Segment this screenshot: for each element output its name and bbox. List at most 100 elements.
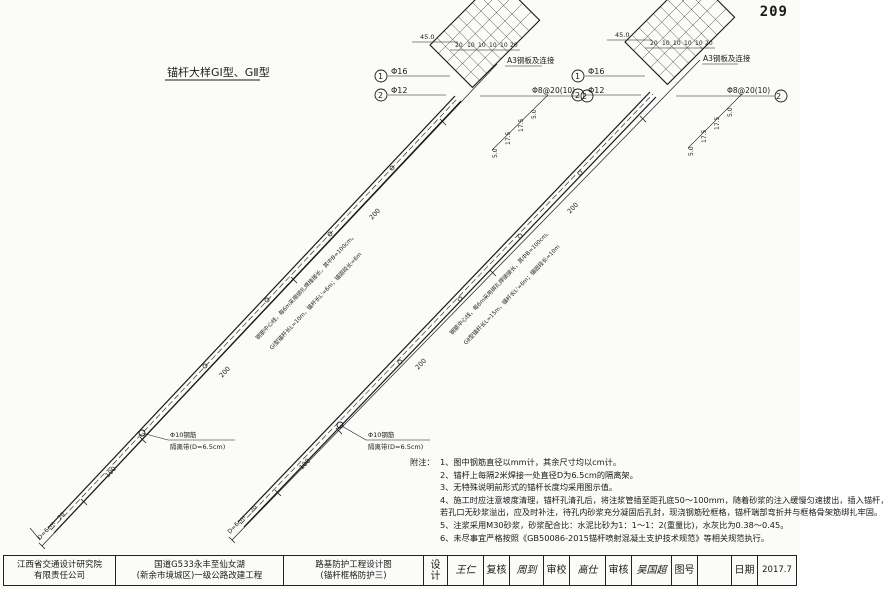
right-dim-top-3: 10 [684,40,692,47]
left-rod-text: GⅠ型锚杆长L=10m，锚杆长L'=6m；锚固段长=6m [268,250,364,351]
right-callout-label-1: Φ16 [588,67,604,76]
review-label: 复核 [484,556,510,585]
left-dim-top-3: 10 [489,42,497,49]
right-callout-num-2: 2 [575,91,580,100]
right-callout-num-1: 1 [575,72,580,81]
left-callout-num-1: 1 [378,72,383,81]
right-rod-edge-upper [237,91,651,523]
right-dim-top-5: 20 [705,40,713,47]
notes-label: 附注： [410,457,435,467]
drawing-no-value [698,556,732,585]
design-signature: 王仁 [448,556,484,585]
left-dim-side-3: 5.0 [531,109,538,119]
left-dim-side-2: 17.5 [518,118,525,132]
right-dim-dia: D=6cm [226,514,247,535]
left-bar-note: 钢筋中心线，每6m采用绑扎焊接接长，其中B=100cm。 [254,232,358,342]
right-spacer-dot [577,170,583,176]
approve-label: 审核 [606,556,632,585]
drawing-sheet: 209 锚杆大样GⅠ型、GⅡ型 [3,0,888,586]
left-callout-label-1: Φ16 [391,67,407,76]
right-dim-tick-4 [639,115,647,123]
right-dim-line [231,59,701,541]
left-callout-circle-1 [374,69,388,83]
note-item: 5、注浆采用M30砂浆，砂浆配合比：水泥比砂为1：1～1：2(重量比)，水灰比为… [440,519,789,530]
right-dim-tick-0 [228,536,236,544]
right-rod-text: GⅡ型锚杆长L=15m，锚杆长L'=6m；锚固段长=10m [462,243,562,347]
drawing-no-label: 图号 [672,556,698,585]
right-dim-end: 20 [248,504,258,514]
project-line-1: 国道G533永丰至仙女湖 [154,559,245,570]
note-item: 若孔口无砂浆溢出，应及时补注，待孔内砂浆充分凝固后孔封，现浇钢筋砼框格，锚杆端部… [440,507,883,518]
notes-block: 附注： 1、图中钢筋直径以mm计，其余尺寸均以cm计。 2、锚杆上每隔2米焊接一… [410,456,888,544]
left-dim-end: 20 [56,511,66,521]
note-item: 4、施工时应注意坡度清理，锚杆孔清孔后，将注浆管插至距孔底50～100mm，随着… [440,494,888,505]
right-dim-top-0: 20 [650,40,658,47]
project-line-2: (新余市境城区)一级公路改建工程 [136,570,263,581]
left-dim-seg-b: 200 [368,207,382,222]
left-leader-sleeve [141,432,169,441]
right-spacer-dot [457,296,463,302]
project-cell: 国道G533永丰至仙女湖 (新余市境城区)一级公路改建工程 [116,556,284,585]
title-block: 江西省交通设计研究院 有限责任公司 国道G533永丰至仙女湖 (新余市境城区)一… [3,555,797,586]
drawing-name-line-1: 路基防护工程设计图 [315,559,392,570]
left-sleeve-spacing: 隔离带(D=6.5cm) [170,442,225,451]
right-dim-side-0: 5.0 [688,146,695,156]
company-line-1: 江西省交通设计研究院 [16,559,102,570]
left-dim-top-0: 20 [455,42,463,49]
right-callout-circle-1 [571,69,585,83]
anchor-detail-drawing: 锚杆大样GⅠ型、GⅡ型 [29,0,788,550]
right-dim-top-1: 10 [662,40,670,47]
left-dim-line [41,63,498,547]
right-dim-side-1: 17.5 [701,129,708,143]
left-side-dim [491,94,549,151]
left-dim-side-1: 17.5 [505,131,512,145]
note-item: 6、未尽事宜严格按照《GB50086-2015锚杆喷射混凝土支护技术规范》等相关… [440,532,770,543]
right-sleeve-spacing: 隔离带(D=6.5cm) [368,442,423,451]
right-sleeve-label: Φ10钢筋 [368,430,395,439]
right-callout-label-2: Φ12 [588,86,604,95]
right-bar-note: 钢筋中心线，每6m采用绑扎焊接接长，其中B=100cm。 [448,228,553,337]
note-item: 1、图中钢筋直径以mm计，其余尺寸均以cm计。 [440,457,622,467]
right-dim-side-3: 5.0 [727,107,734,117]
left-ext-line [29,527,41,541]
sheet-number: 209 [759,4,788,20]
company-cell: 江西省交通设计研究院 有限责任公司 [4,556,116,585]
date-label: 日期 [732,556,758,585]
left-detail [29,0,594,550]
left-callout-circle-2 [374,88,388,102]
right-detail [228,0,788,544]
right-dim-seg-b: 200 [566,201,580,216]
right-leader-sleeve [339,424,367,441]
right-callout-circle-bolt [774,89,788,103]
right-spacer-ring [336,421,344,429]
left-dim-dia: D=6cm [36,520,57,541]
diagram-title: 锚杆大样GⅠ型、GⅡ型 [167,65,270,79]
left-dim-seg-a: 200 [218,365,232,380]
left-dim-side-0: 5.0 [492,148,499,158]
left-spacer-dot [202,363,208,369]
design-label: 设计 [424,556,448,585]
left-sleeve-label: Φ10钢筋 [170,430,197,439]
left-callout-num-2: 2 [378,91,383,100]
right-dim-top-2: 10 [673,40,681,47]
drawing-name-line-2: (锚杆框格防护三) [320,570,387,581]
left-dim-tick-1 [80,498,88,506]
note-item: 3、无特殊说明前形式的锚杆长度均采用图示值。 [440,482,618,493]
left-spacer-dot [389,165,395,171]
right-bolt-label: Φ8@20(10) [727,86,770,95]
right-spacer-dot [397,359,403,365]
left-dim-top-4: 10 [500,42,508,49]
right-spacer-dot [517,233,523,239]
left-spacer-ring [138,429,146,437]
left-plate-label: A3钢板及连接 [507,55,555,65]
right-rod-axis [240,93,654,525]
check-signature: 高仕 [570,556,606,585]
check-label: 审校 [544,556,570,585]
right-dim-tick-2 [335,427,343,435]
left-dim-top-2: 10 [478,42,486,49]
right-rod-edge-lower [243,96,657,528]
right-callout-circle-2 [571,88,585,102]
note-item: 2、锚杆上每隔2米焊接一处直径D为6.5cm的隔离架。 [440,469,638,480]
left-dim-top-5: 20 [510,42,518,49]
company-line-2: 有限责任公司 [33,570,85,581]
